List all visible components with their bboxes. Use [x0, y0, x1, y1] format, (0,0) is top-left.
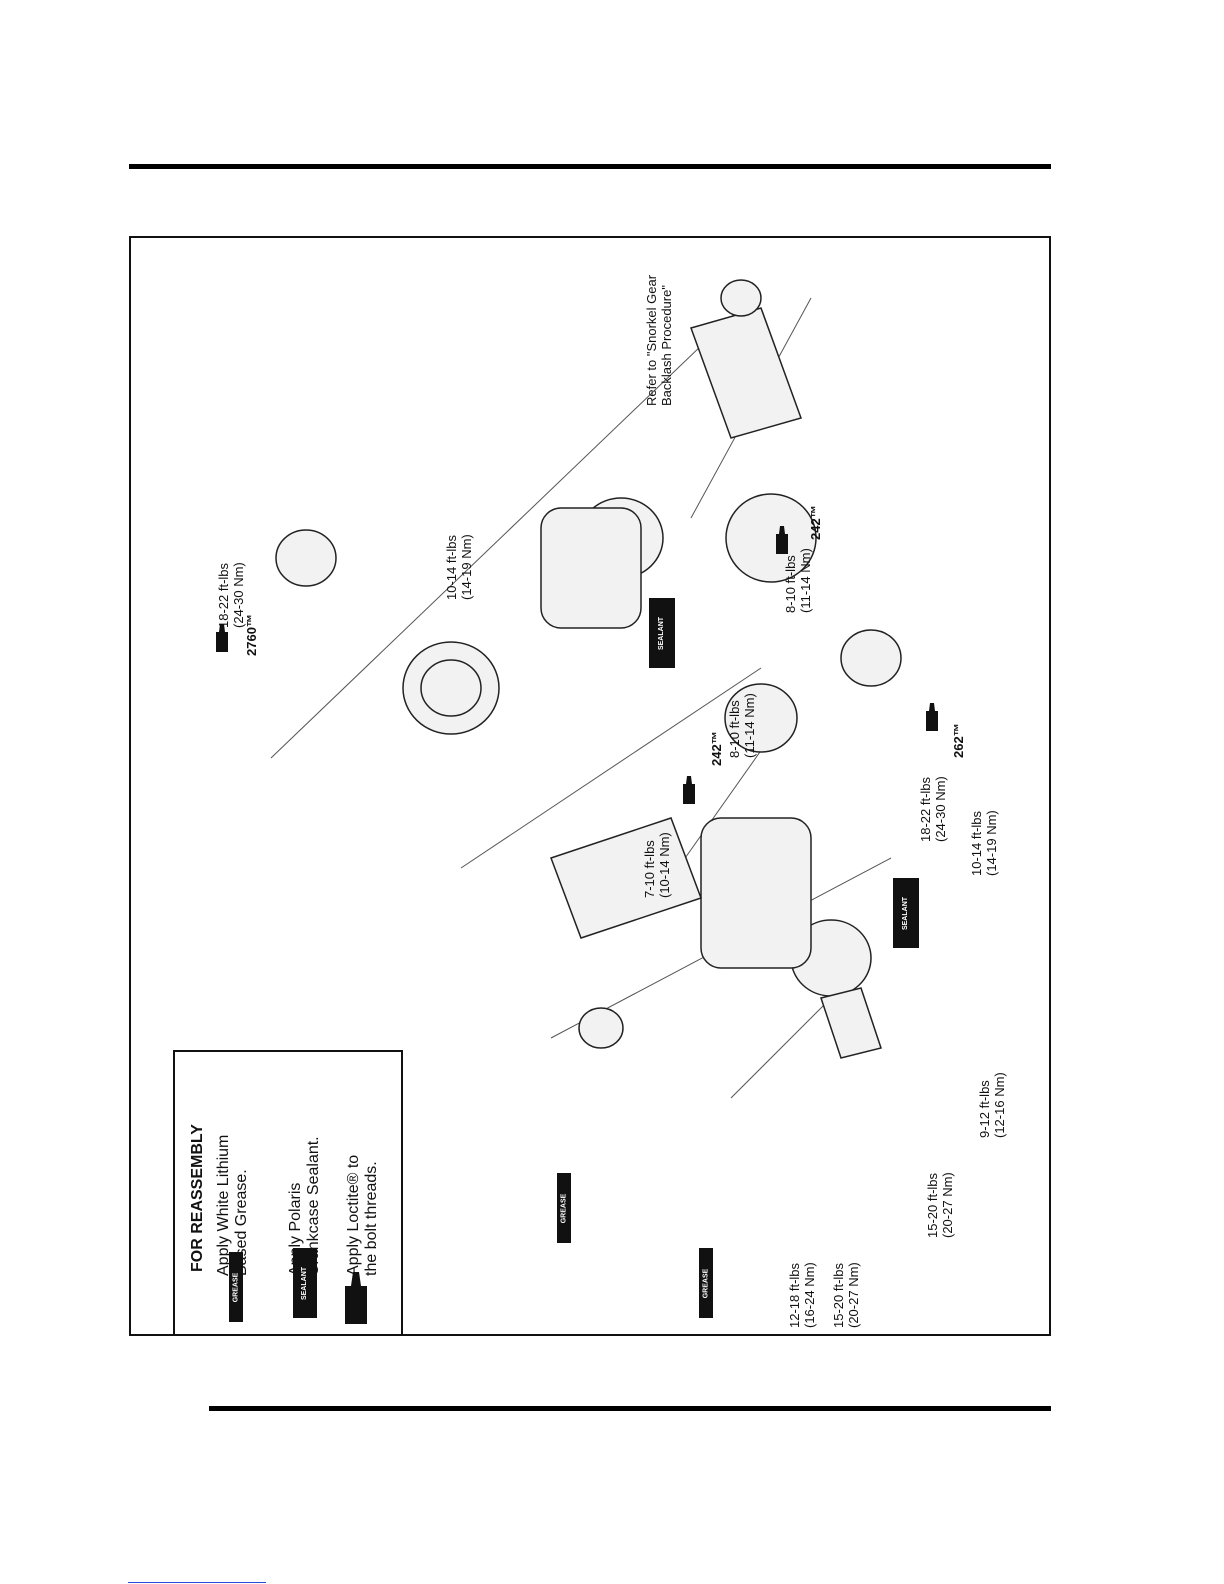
legend-sealant-icon: SEALANT [293, 1248, 317, 1318]
loctite-bottle-icon [683, 776, 695, 804]
loctite-262-label: 262™ [951, 723, 966, 758]
torque-callout: 10-14 ft-lbs(14-19 Nm) [969, 810, 999, 876]
sealant-tube-icon: SEALANT [893, 878, 919, 948]
grease-gun-icon: GREASE [699, 1248, 713, 1318]
loctite-242-label: 242™ [709, 731, 724, 766]
legend-title: FOR REASSEMBLY [189, 1124, 206, 1272]
torque-callout: 15-20 ft-lbs(20-27 Nm) [831, 1262, 861, 1328]
loctite-242-label: 242™ [808, 505, 823, 540]
torque-callout: 10-14 ft-lbs(14-19 Nm) [444, 534, 474, 600]
sealant-tube-icon: SEALANT [649, 598, 675, 668]
torque-callout: 8-10 ft-lbs(11-14 Nm) [727, 693, 757, 758]
loctite-bottle-icon [926, 703, 938, 731]
footer-rule [209, 1406, 1051, 1411]
torque-callout: 18-22 ft-lbs(24-30 Nm) [918, 776, 948, 842]
legend-loctite-icon [345, 1272, 367, 1324]
torque-callout: 9-12 ft-lbs(12-16 Nm) [977, 1072, 1007, 1138]
grease-gun-icon: GREASE [557, 1173, 571, 1243]
header-rule [129, 164, 1051, 169]
loctite-2760-label: 2760™ [244, 614, 259, 656]
torque-callout: 8-10 ft-lbs(11-14 Nm) [783, 548, 813, 613]
legend-grease-icon: GREASE [229, 1252, 243, 1322]
transmission-exploded-view [270, 279, 902, 1099]
footer-link-underline [128, 1582, 266, 1583]
loctite-bottle-icon [776, 526, 788, 554]
loctite-bottle-icon [216, 624, 228, 652]
torque-callout: 12-18 ft-lbs(16-24 Nm) [787, 1262, 817, 1328]
torque-callout: 18-22 ft-lbs(24-30 Nm) [216, 562, 246, 628]
torque-callout: 15-20 ft-lbs(20-27 Nm) [925, 1172, 955, 1238]
torque-callout: 7-10 ft-lbs(10-14 Nm) [642, 832, 672, 898]
